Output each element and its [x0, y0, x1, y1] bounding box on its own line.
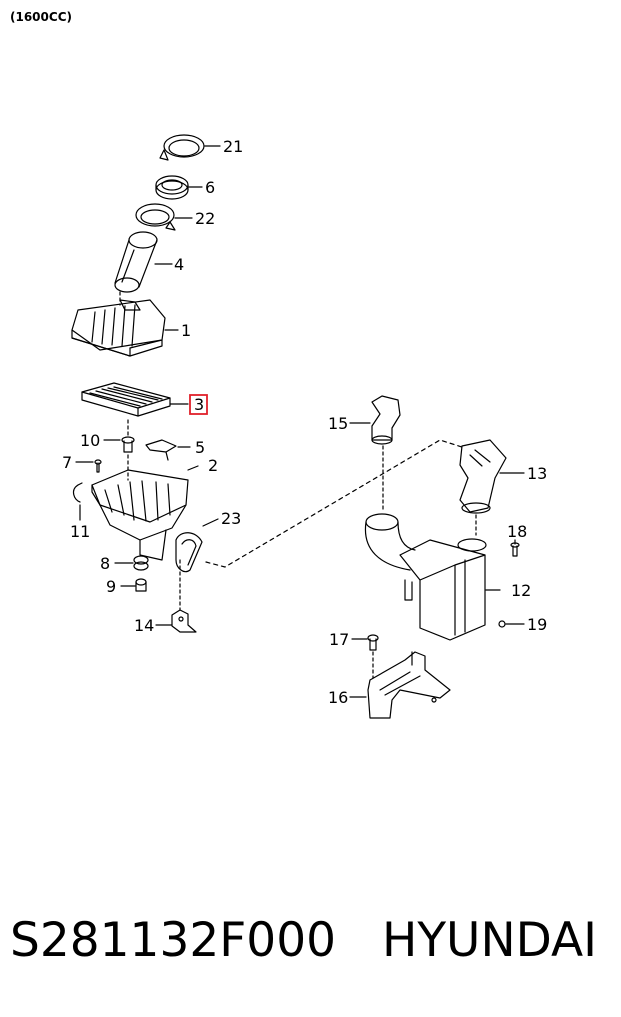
part-3-filter-element-drawing: [81, 382, 171, 417]
callout-5[interactable]: 5: [195, 438, 205, 457]
brand-name: HYUNDAI: [382, 913, 597, 968]
callout-21[interactable]: 21: [223, 137, 243, 156]
part-16-bracket-drawing: [367, 651, 451, 719]
callout-22[interactable]: 22: [195, 209, 215, 228]
part-7-screw-drawing: [94, 459, 102, 473]
part-8-grommet-drawing: [133, 555, 149, 571]
part-10-bolt-drawing: [121, 436, 135, 453]
callout-4[interactable]: 4: [174, 255, 184, 274]
callout-14[interactable]: 14: [134, 616, 154, 635]
part-15-elbow-drawing: [371, 395, 401, 445]
callout-7[interactable]: 7: [62, 453, 72, 472]
callout-19[interactable]: 19: [527, 615, 547, 634]
callout-1[interactable]: 1: [181, 321, 191, 340]
part-12-resonator-drawing: [364, 513, 487, 641]
part-23-seal-drawing: [175, 532, 203, 573]
callout-17[interactable]: 17: [329, 630, 349, 649]
callout-13[interactable]: 13: [527, 464, 547, 483]
callout-15[interactable]: 15: [328, 414, 348, 433]
part-21-clamp-drawing: [159, 134, 205, 161]
callout-2[interactable]: 2: [208, 456, 218, 475]
part-5-bracket-drawing: [145, 439, 177, 461]
callout-3-highlight-box: [189, 394, 208, 415]
engine-label: (1600CC): [10, 10, 72, 24]
part-4-intake-duct-drawing: [114, 231, 158, 293]
part-1-cleaner-cover-drawing: [71, 299, 166, 357]
part-11-clip-drawing: [72, 482, 83, 503]
part-19-bolt-drawing: [498, 620, 506, 628]
callout-6[interactable]: 6: [205, 178, 215, 197]
part-18-bolt-drawing: [510, 542, 520, 557]
exploded-parts-diagram: 21 6 22 4 1 3 10 5 7 2 11 23 8 9 14 15 1…: [62, 134, 547, 719]
callout-9[interactable]: 9: [106, 577, 116, 596]
part-14-bracket-drawing: [171, 609, 197, 633]
callout-11[interactable]: 11: [70, 522, 90, 541]
callout-3[interactable]: 3: [194, 395, 204, 414]
part-22-clamp-drawing: [135, 203, 176, 231]
part-9-bush-drawing: [135, 578, 147, 592]
callout-8[interactable]: 8: [100, 554, 110, 573]
callout-18[interactable]: 18: [507, 522, 527, 541]
callout-16[interactable]: 16: [328, 688, 348, 707]
part-17-bolt-drawing: [367, 634, 379, 651]
callout-23[interactable]: 23: [221, 509, 241, 528]
part-caption: S281132F000 HYUNDAI: [10, 906, 615, 976]
part-13-duct-drawing: [459, 439, 507, 514]
part-6-ring-drawing: [155, 175, 189, 200]
callout-12[interactable]: 12: [511, 581, 531, 600]
part-number: S281132F000: [10, 913, 336, 968]
part-2-cleaner-body-drawing: [91, 469, 189, 561]
callout-10[interactable]: 10: [80, 431, 100, 450]
